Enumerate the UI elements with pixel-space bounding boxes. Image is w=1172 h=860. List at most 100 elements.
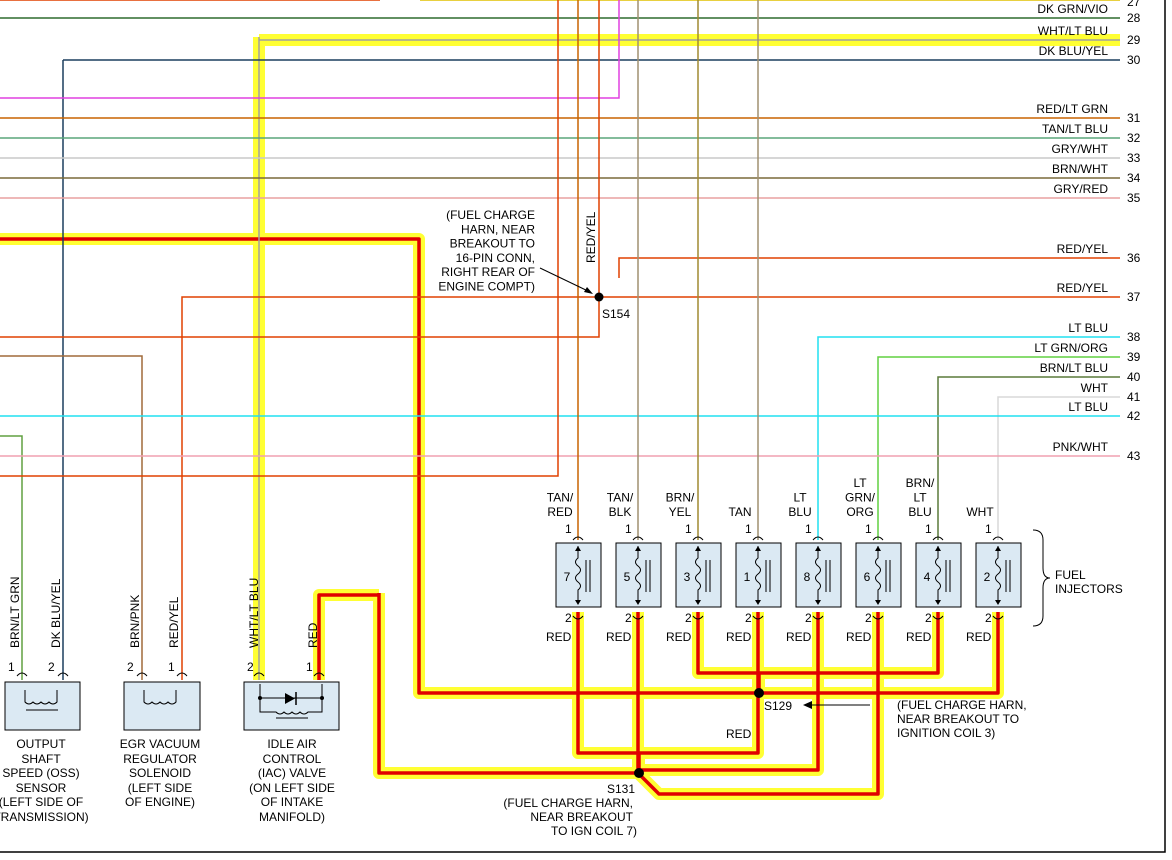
egr-name-2: REGULATOR: [123, 752, 197, 766]
injector-pin-top: 1: [565, 522, 572, 536]
splice-s129-note-2: NEAR BREAKOUT TO: [897, 712, 1019, 726]
injector-wire-label: GRN/: [845, 491, 876, 505]
injector-red-label: RED: [906, 630, 932, 644]
oss-sensor-coil-icon: [24, 690, 58, 711]
iac-pin-1: 1: [306, 660, 313, 674]
wire-label-43: PNK/WHT: [1053, 440, 1109, 454]
injector-coil-icon: [995, 546, 1011, 604]
injector-wire-label: BRN/: [666, 491, 695, 505]
wire-number-43: 43: [1127, 449, 1141, 463]
injector-pin-top: 1: [805, 522, 812, 536]
injector-wire-label: TAN: [728, 505, 751, 519]
injector-wire-label: LT: [853, 476, 867, 490]
egr-name-3: SOLENOID: [129, 766, 191, 780]
oss-name-5: (LEFT SIDE OF: [0, 795, 83, 809]
highlighted-red-circuits: [0, 34, 1120, 800]
injector-group-bracket: FUEL INJECTORS: [1032, 529, 1123, 627]
wire-number-29: 29: [1127, 33, 1141, 47]
injector-wire-label: LT: [793, 491, 807, 505]
egr-solenoid-body: [123, 681, 201, 731]
injector-pin-bottom: 2: [685, 611, 692, 625]
iac-name-2: CONTROL: [263, 752, 322, 766]
iac-name-1: IDLE AIR: [267, 737, 317, 751]
oss-pin-1: 1: [8, 660, 15, 674]
splice-s129-red-label: RED: [726, 727, 752, 741]
splice-s131-note-2: NEAR BREAKOUT: [530, 810, 633, 824]
injector-pin-bottom: 2: [985, 611, 992, 625]
injector-coil-icon: [755, 546, 771, 604]
s154-note-line-2: HARN, NEAR: [461, 222, 535, 236]
egr-name-1: EGR VACUUM: [120, 737, 200, 751]
splice-dot-s129: [754, 688, 764, 698]
wire-label-30: DK BLU/YEL: [1039, 44, 1109, 58]
injector-cylinder-number: 2: [984, 570, 991, 584]
splice-s131-note-1: (FUEL CHARGE HARN,: [503, 796, 633, 810]
injector-coil-icon: [935, 546, 951, 604]
wire-label-31: RED/LT GRN: [1036, 102, 1108, 116]
component-egr-solenoid: 2 1 BRN/PNK RED/YEL EGR VACUUM REGULATOR…: [120, 595, 201, 809]
injector-pin-top: 1: [685, 522, 692, 536]
injector-pin-bottom: 2: [745, 611, 752, 625]
injector-cylinder-number: 3: [684, 570, 691, 584]
wire-label-33: GRY/WHT: [1052, 142, 1109, 156]
injector-red-label: RED: [846, 630, 872, 644]
wire-36: [618, 257, 1120, 278]
injector-wire-label: BRN/: [906, 476, 935, 490]
injector-red-label: RED: [966, 630, 992, 644]
wire-number-28: 28: [1127, 11, 1141, 25]
splice-dot-s131: [634, 768, 644, 778]
egr-solenoid-coil-icon: [143, 690, 177, 705]
splice-s154-label: S154: [602, 307, 630, 321]
oss-name-6: TRANSMISSION): [0, 810, 89, 824]
injector-coil-icon: [575, 546, 591, 604]
iac-pin-2: 2: [247, 660, 254, 674]
injector-pin-bottom: 2: [805, 611, 812, 625]
wire-number-38: 38: [1127, 330, 1141, 344]
injector-pin-bottom: 2: [625, 611, 632, 625]
injector-coil-icon: [815, 546, 831, 604]
s154-note-line-1: (FUEL CHARGE: [446, 208, 535, 222]
injector-group-label-2: INJECTORS: [1055, 582, 1123, 596]
signal-wires: [0, 0, 1120, 680]
s154-note-line-5: RIGHT REAR OF: [441, 265, 535, 279]
injector-wire-label: BLU: [908, 505, 931, 519]
wire-label-28: DK GRN/VIO: [1037, 2, 1108, 16]
splice-s129-note-1: (FUEL CHARGE HARN,: [897, 698, 1027, 712]
wire-number-39: 39: [1127, 350, 1141, 364]
egr-wire-1: RED/YEL: [167, 596, 181, 648]
oss-sensor-body: [4, 681, 81, 731]
injector-red-label: RED: [786, 630, 812, 644]
injector-wire-label: BLK: [609, 505, 632, 519]
oss-wire-2: DK BLU/YEL: [49, 578, 63, 648]
splice-s154-wire-label: RED/YEL: [584, 211, 598, 263]
wire-label-34: BRN/WHT: [1052, 162, 1109, 176]
s154-note-line-4: 16-PIN CONN,: [456, 251, 535, 265]
wire-label-35: GRY/RED: [1054, 182, 1109, 196]
injector-coil-icon: [635, 546, 651, 604]
wire-number-41: 41: [1127, 390, 1141, 404]
wire-egr-brn-pnk: [0, 355, 143, 680]
oss-name-2: SHAFT: [21, 752, 61, 766]
wire-number-33: 33: [1127, 151, 1141, 165]
iac-wire-1: RED: [306, 622, 320, 648]
injector-wire-label: WHT: [966, 505, 994, 519]
splice-s129: S129 (FUEL CHARGE HARN, NEAR BREAKOUT TO…: [726, 688, 1027, 741]
injector-cylinder-number: 8: [804, 570, 811, 584]
wire-oss-brn-lt-grn: [0, 435, 23, 680]
injector-pin-top: 1: [925, 522, 932, 536]
component-oss-sensor: 1 2 BRN/LT GRN DK BLU/YEL OUTPUT SHAFT S…: [0, 576, 89, 824]
wire-tan-red-feed: [0, 0, 559, 477]
wire-number-42: 42: [1127, 409, 1141, 423]
egr-name-5: OF ENGINE): [125, 795, 195, 809]
iac-name-6: MANIFOLD): [259, 810, 325, 824]
